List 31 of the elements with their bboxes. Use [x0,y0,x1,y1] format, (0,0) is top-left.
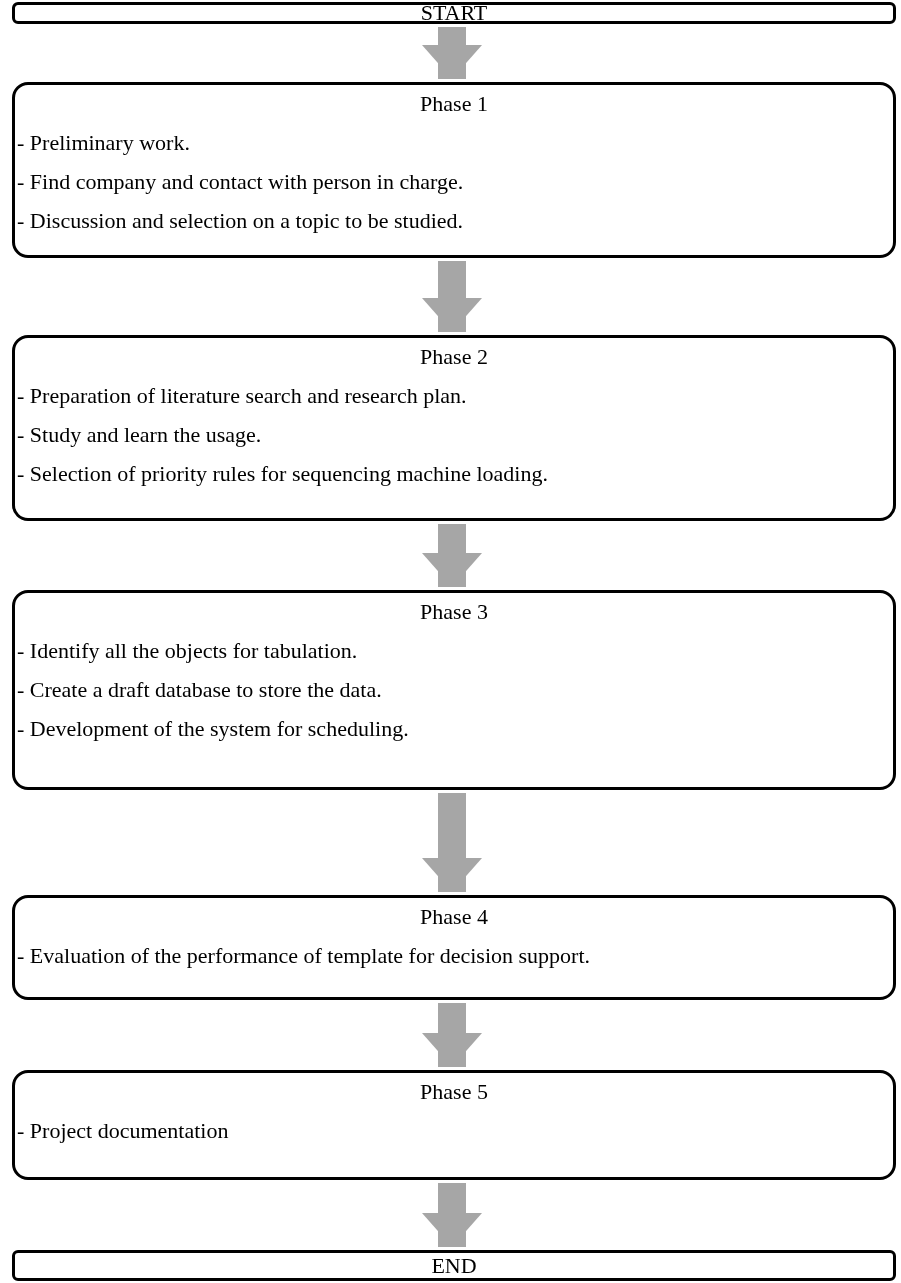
process-box [12,335,896,521]
phase-heading: Phase 2 [419,344,489,370]
task-item: - Development of the system for scheduling. [16,716,410,742]
task-item: - Discussion and selection on a topic to be studied. [16,208,465,234]
phase-heading: START [419,0,489,26]
phase-heading: Phase 4 [419,904,489,930]
block-arrow [422,524,482,587]
task-item: - Identify all the objects for tabulation. [16,638,359,664]
process-box [12,82,896,258]
task-item: - Evaluation of the performance of template for decision support. [16,943,592,969]
task-item: - Preparation of literature search and research plan. [16,383,468,409]
process-box [12,895,896,1000]
block-arrow [422,793,482,892]
process-box [12,1250,896,1281]
task-item: - Create a draft database to store the data. [16,677,383,703]
phase-heading: Phase 5 [419,1079,489,1105]
task-item: - Find company and contact with person in charge. [16,169,465,195]
task-item: - Preliminary work. [16,130,191,156]
task-item: - Study and learn the usage. [16,422,263,448]
task-item: - Selection of priority rules for sequencing machine loading. [16,461,549,487]
process-box [12,2,896,24]
phase-heading: Phase 3 [419,599,489,625]
process-box [12,1070,896,1180]
block-arrow [422,261,482,332]
phase-heading: END [430,1252,478,1279]
task-item: - Project documentation [16,1118,230,1144]
block-arrow [422,1183,482,1247]
block-arrow [422,27,482,79]
process-box [12,590,896,790]
block-arrow [422,1003,482,1067]
phase-heading: Phase 1 [419,91,489,117]
